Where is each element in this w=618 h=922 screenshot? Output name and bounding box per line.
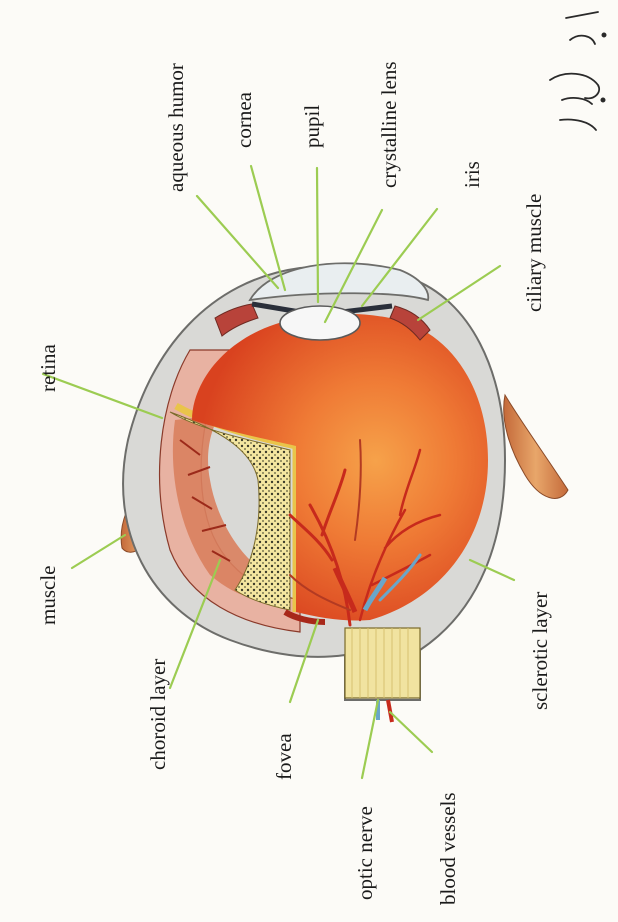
pointer-aqueous-humor bbox=[197, 196, 278, 288]
label-optic-nerve: optic nerve bbox=[353, 806, 377, 900]
label-ciliary-muscle: ciliary muscle bbox=[522, 194, 546, 312]
pointer-pupil bbox=[317, 168, 318, 302]
pointer-cornea bbox=[251, 166, 285, 290]
label-retina: retina bbox=[36, 344, 60, 392]
label-choroid-layer: choroid layer bbox=[146, 659, 170, 770]
pointer-blood-vessels bbox=[390, 712, 432, 752]
label-blood-vessels: blood vessels bbox=[436, 792, 460, 905]
pointer-optic-nerve bbox=[362, 700, 378, 778]
label-cornea: cornea bbox=[232, 91, 256, 148]
label-iris: iris bbox=[460, 161, 484, 188]
label-fovea: fovea bbox=[272, 733, 296, 780]
label-pupil: pupil bbox=[300, 105, 324, 148]
label-sclerotic-layer: sclerotic layer bbox=[528, 592, 552, 710]
pointer-muscle bbox=[72, 535, 125, 568]
label-muscle: muscle bbox=[36, 566, 60, 625]
label-aqueous-humor: aqueous humor bbox=[164, 63, 188, 192]
lower-muscle-shape bbox=[504, 395, 568, 498]
artist-signature bbox=[550, 12, 606, 130]
crystalline-lens-shape bbox=[280, 306, 360, 340]
label-crystalline-lens: crystalline lens bbox=[377, 61, 401, 188]
